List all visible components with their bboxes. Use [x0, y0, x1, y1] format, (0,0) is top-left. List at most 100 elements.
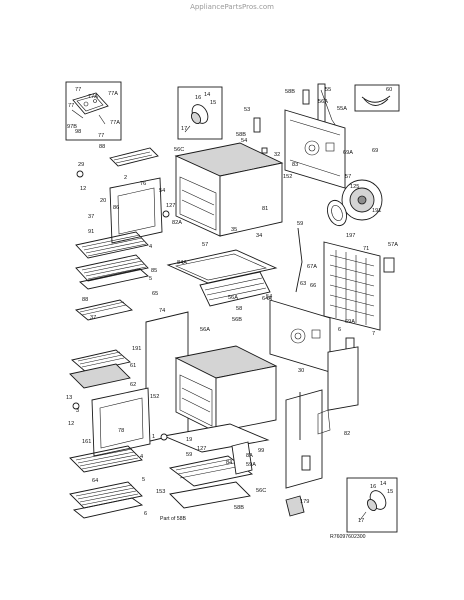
- bake-element: [75, 299, 133, 321]
- callout-label: 58B: [234, 505, 244, 511]
- callout-label: 17: [181, 126, 187, 132]
- callout-label: 37: [90, 315, 96, 321]
- callout-label: 71: [363, 246, 369, 252]
- callout-label: 66: [310, 283, 316, 289]
- callout-label: 81: [262, 206, 268, 212]
- callout-label: 152: [283, 174, 292, 180]
- callout-label: 76: [140, 181, 146, 187]
- callout-label: 56C: [174, 147, 184, 153]
- callout-label: 19: [186, 437, 192, 443]
- callout-label: 54: [241, 138, 247, 144]
- callout-label: 30: [298, 368, 304, 374]
- callout-label: 99: [258, 448, 264, 454]
- callout-label: 153: [156, 489, 165, 495]
- callout-label: 54: [159, 188, 165, 194]
- callout-label: 62: [130, 382, 136, 388]
- callout-label: 15: [210, 100, 216, 106]
- callout-label: 77A: [108, 91, 118, 97]
- callout-label: 161: [82, 439, 91, 445]
- callout-label: 32: [274, 152, 280, 158]
- callout-label: 64: [92, 478, 98, 484]
- inset-top-knob: [177, 86, 223, 140]
- callout-label: 191: [132, 346, 141, 352]
- callout-label: 197: [346, 233, 355, 239]
- callout-label: 56A: [228, 295, 238, 301]
- upper-oven-cavity: [174, 142, 284, 237]
- callout-label: 127: [197, 446, 206, 452]
- callout-label: 82A: [172, 220, 182, 226]
- callout-label: 16: [195, 95, 201, 101]
- callout-label: 98: [75, 129, 81, 135]
- lower-door-frame: [91, 387, 151, 457]
- callout-label: 69A: [345, 319, 355, 325]
- watermark: AppliancePartsPros.com: [190, 3, 274, 11]
- callout-label: 77A: [88, 94, 98, 100]
- convection-fan: [326, 179, 383, 227]
- inset-control-board: [65, 81, 122, 141]
- inset-bottom-knob: [346, 477, 398, 533]
- callout-label: 37: [88, 214, 94, 220]
- callout-label: 17: [358, 518, 364, 524]
- callout-label: 60: [386, 87, 392, 93]
- callout-label: 34: [256, 233, 262, 239]
- callout-label: 97B: [67, 124, 77, 130]
- callout-label: 58: [236, 306, 242, 312]
- callout-label: 13: [66, 395, 72, 401]
- callout-label: 56A: [318, 99, 328, 105]
- callout-label: 4: [140, 454, 143, 460]
- callout-label: 3: [76, 408, 79, 414]
- lower-bottom-tray: [162, 423, 270, 509]
- callout-label: 77: [75, 87, 81, 93]
- small-parts: [72, 117, 359, 517]
- callout-label: 69: [372, 148, 378, 154]
- upper-back-panel: [284, 109, 346, 189]
- callout-label: 56A: [200, 327, 210, 333]
- callout-label: 179: [300, 499, 309, 505]
- callout-label: 83: [292, 162, 298, 168]
- callout-label: 86: [113, 205, 119, 211]
- callout-label: 14: [380, 481, 386, 487]
- callout-label: 20: [100, 198, 106, 204]
- upper-broil-element: [109, 147, 159, 167]
- callout-label: 65: [152, 291, 158, 297]
- callout-label: 29: [78, 162, 84, 168]
- callout-label: 88: [82, 297, 88, 303]
- callout-label: 55: [325, 87, 331, 93]
- callout-label: 64A: [262, 296, 272, 302]
- callout-label: 12: [80, 186, 86, 192]
- bracket-60: [354, 84, 400, 112]
- callout-label: 1: [152, 434, 155, 440]
- callout-label: 78: [118, 428, 124, 434]
- callout-label: 67A: [307, 264, 317, 270]
- right-outer-panel: [285, 389, 331, 489]
- callout-label: 77A: [110, 120, 120, 126]
- callout-label: 57A: [388, 242, 398, 248]
- callout-label: 16: [370, 484, 376, 490]
- callout-label: 59A: [246, 462, 256, 468]
- callout-label: 5: [149, 276, 152, 282]
- callout-label: 85: [151, 268, 157, 274]
- callout-label: 59: [297, 221, 303, 227]
- callout-label: 35: [231, 227, 237, 233]
- callout-label: 82: [344, 431, 350, 437]
- callout-label: 77: [68, 103, 74, 109]
- callout-label: 2: [124, 175, 127, 181]
- callout-label: 55A: [337, 106, 347, 112]
- callout-label: 7: [372, 331, 375, 337]
- callout-label: 56C: [256, 488, 266, 494]
- callout-label: 5: [142, 477, 145, 483]
- callout-label: 191: [372, 208, 381, 214]
- callout-label: 57: [202, 242, 208, 248]
- callout-label: 125: [350, 184, 359, 190]
- callout-label: 77: [98, 133, 104, 139]
- callout-label: 59: [186, 452, 192, 458]
- lower-rack-2: [69, 481, 144, 519]
- callout-label: 54: [266, 294, 272, 300]
- broil-pan: [69, 349, 131, 389]
- callout-label: 57: [345, 174, 351, 180]
- callout-label: 91: [88, 229, 94, 235]
- upper-rack-1: [75, 231, 149, 259]
- callout-label: 4: [149, 244, 152, 250]
- callout-label: 14: [204, 92, 210, 98]
- right-side-panel: [323, 241, 395, 331]
